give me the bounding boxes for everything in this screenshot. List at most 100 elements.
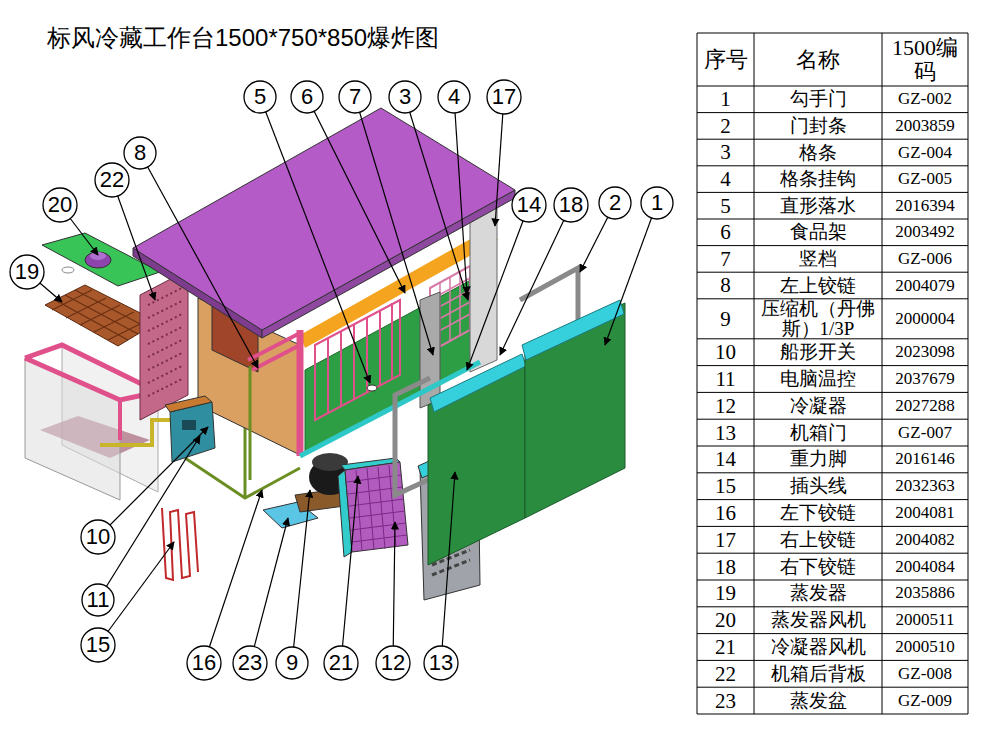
transparent-box [118, 400, 122, 440]
leader-lines [467, 205, 529, 370]
table-cell: 2004081 [882, 500, 968, 527]
table-rule [697, 86, 968, 87]
callout-number: 14 [511, 187, 547, 223]
table-rule [697, 687, 968, 688]
table-rule [697, 245, 968, 246]
callout-circle: 12 [375, 645, 411, 681]
callout-number: 22 [94, 162, 130, 198]
table-cell: 插头线 [754, 473, 882, 500]
table-cell: 机箱后背板 [754, 660, 882, 687]
callout-number: 10 [80, 519, 116, 555]
callout-circle: 1 [640, 186, 674, 220]
table-cell: 22 [697, 660, 754, 687]
callout-number: 3 [388, 80, 422, 114]
table-rule [697, 112, 968, 113]
leader-lines [500, 205, 571, 355]
table-cell: 2000004 [882, 299, 968, 339]
callout-outline [10, 255, 44, 289]
table-cell: 重力脚 [754, 446, 882, 473]
callout-number: 15 [80, 627, 116, 663]
callout-circle: 7 [338, 80, 372, 114]
table-cell: 20 [697, 607, 754, 634]
transparent-box [25, 345, 158, 400]
doors [430, 354, 526, 412]
plug-wire [162, 508, 198, 580]
callout-circle: 6 [290, 80, 324, 114]
cabinet-side [249, 366, 252, 480]
table-cell: 蒸发器风机 [754, 607, 882, 634]
table-rule [697, 165, 968, 166]
doors [428, 300, 625, 565]
callout-circle: 15 [80, 627, 116, 663]
table-cell: 11 [697, 366, 754, 393]
callout-circle: 21 [323, 645, 359, 681]
table-rule [697, 33, 968, 34]
table-rule [697, 392, 968, 393]
condenser [345, 462, 408, 552]
callout-circle: 13 [423, 645, 459, 681]
table-cell: 2000511 [882, 607, 968, 634]
leader-lines [307, 97, 405, 293]
table-cell: 格条挂钩 [754, 166, 882, 193]
callout-outline [641, 187, 673, 219]
table-cell: 冷凝器 [754, 392, 882, 419]
callout-number: 13 [423, 645, 459, 681]
callout-outline [424, 646, 458, 680]
table-cell: 14 [697, 446, 754, 473]
leader-lines [27, 97, 657, 663]
leader-lines [495, 97, 504, 226]
table-rule [697, 606, 968, 607]
leader-lines [393, 522, 395, 663]
callout-number: 7 [338, 80, 372, 114]
table-cell: 右上铰链 [754, 526, 882, 553]
callout-circle: 23 [232, 645, 268, 681]
callout-number: 18 [553, 187, 589, 223]
callout-outline [438, 81, 470, 113]
callout-outline [512, 188, 546, 222]
electric-box [182, 420, 196, 430]
table-cell: 18 [697, 553, 754, 580]
table-cell: 12 [697, 392, 754, 419]
table-cell: 1 [697, 86, 754, 113]
table-cell: 左上铰链 [754, 272, 882, 299]
leader-lines [204, 490, 262, 663]
compressor [312, 453, 348, 471]
table-rule [697, 33, 698, 714]
table-cell: 10 [697, 339, 754, 366]
callout-number: 1 [640, 186, 674, 220]
callout-outline [339, 81, 371, 113]
table-cell: 冷凝器风机 [754, 634, 882, 661]
table-rule [697, 526, 968, 527]
callout-circle: 11 [81, 583, 115, 617]
table-cell: 23 [697, 687, 754, 714]
table-cell: 蒸发盆 [754, 687, 882, 714]
callout-number: 2 [598, 186, 632, 220]
table-cell: 8 [697, 272, 754, 299]
table-rule [968, 33, 969, 714]
callout-circle: 19 [9, 254, 45, 290]
callout-outline [244, 81, 276, 113]
table-cell: GZ-007 [882, 419, 968, 446]
table-rule [697, 499, 968, 500]
back-panel [140, 270, 188, 420]
callout-number: 16 [186, 645, 222, 681]
leader-lines [605, 203, 657, 345]
table-cell: GZ-004 [882, 139, 968, 166]
table-rule [754, 33, 755, 714]
table-cell: 电脑温控 [754, 366, 882, 393]
callout-number: 23 [232, 645, 268, 681]
callout-number: 20 [42, 187, 78, 223]
cabinet-interior [315, 300, 400, 420]
callout-outline [389, 81, 421, 113]
electric-box [170, 402, 215, 462]
table-cell: 21 [697, 634, 754, 661]
callout-circle: 20 [42, 187, 78, 223]
table-rule [697, 580, 968, 581]
table-cell: GZ-009 [882, 687, 968, 714]
table-cell: 13 [697, 419, 754, 446]
callout-outline [82, 584, 114, 616]
table-cell: 2004084 [882, 553, 968, 580]
table-rule [697, 219, 968, 220]
table-cell: 船形开关 [754, 339, 882, 366]
